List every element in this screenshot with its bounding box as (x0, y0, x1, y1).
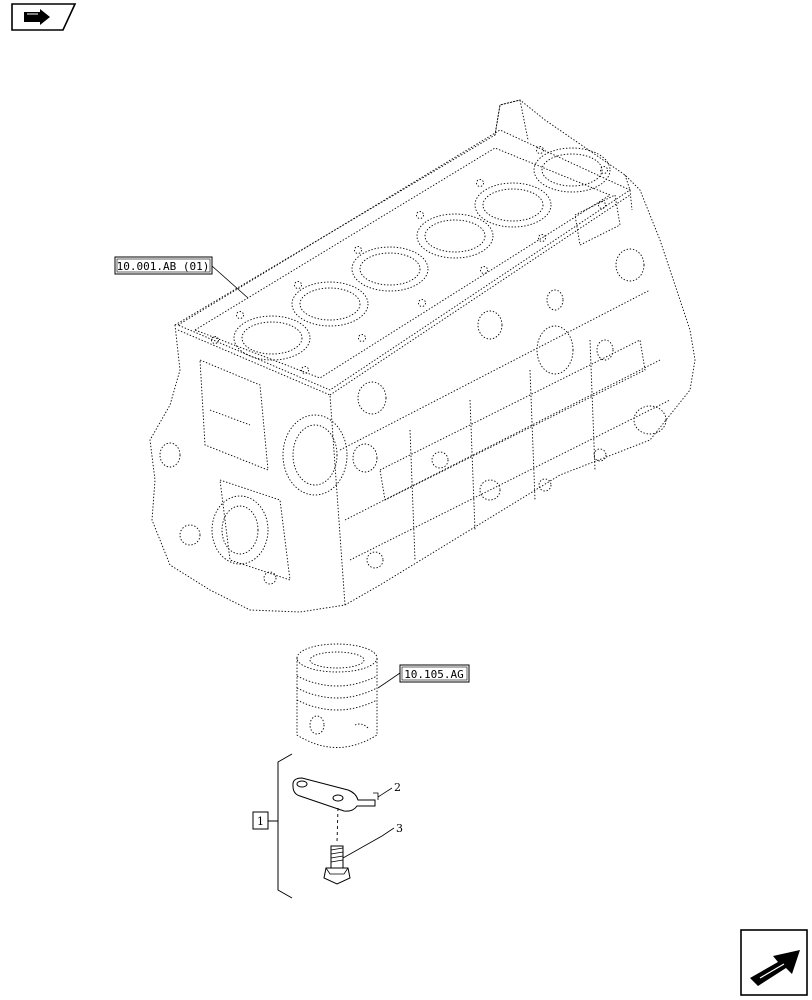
group-callout[interactable]: 1 (252, 811, 269, 830)
assembly-axis (336, 807, 339, 843)
engine-block-drawing (149, 99, 696, 613)
piston-drawing (296, 643, 378, 748)
group-callout-label: 1 (257, 815, 264, 828)
piston-leader (377, 672, 401, 689)
next-page-icon[interactable] (740, 929, 808, 996)
bracket-callout: 2 (394, 781, 401, 794)
engine-block-reference[interactable]: 10.001.AB (01) (114, 256, 213, 275)
piston-reference-label: 10.105.AG (404, 668, 464, 681)
engine-block-leader (211, 265, 249, 299)
piston-reference[interactable]: 10.105.AG (399, 664, 470, 683)
bolt-leader (342, 827, 395, 859)
group-bracket (277, 753, 293, 899)
nozzle-bracket-drawing (292, 777, 379, 812)
bracket-leader (377, 787, 393, 798)
bolt-callout: 3 (396, 822, 403, 835)
bolt-drawing (323, 845, 351, 885)
engine-block-reference-label: 10.001.AB (01) (117, 260, 210, 273)
head-bolt-holes (211, 146, 608, 374)
back-nav-icon[interactable] (11, 3, 77, 31)
cylinder-bores (233, 147, 611, 361)
